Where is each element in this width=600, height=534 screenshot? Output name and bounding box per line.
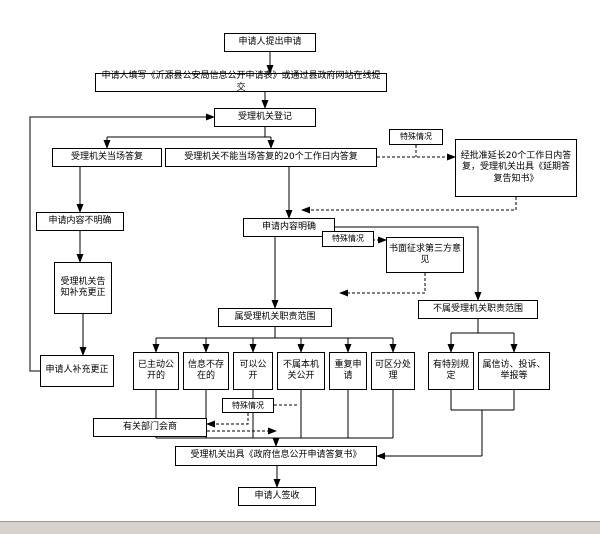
node-can-disclose: 可以公开: [233, 352, 273, 390]
node-applicant-submit: 申请人提出申请: [224, 33, 316, 52]
node-not-this-authority: 不属本机关公开: [277, 352, 325, 390]
node-notify-supplement: 受理机关告知补充更正: [54, 262, 112, 314]
node-applicant-supplement: 申请人补充更正: [40, 355, 114, 387]
node-third-party-opinion: 书面征求第三方意见: [386, 237, 464, 273]
node-issue-reply: 受理机关出具《政府信息公开申请答复书》: [175, 446, 377, 466]
node-separable-handling: 可区分处理: [371, 352, 415, 390]
node-content-clear: 申请内容明确: [243, 218, 335, 237]
node-department-consult: 有关部门会商: [93, 418, 207, 437]
node-petition-complaint: 属信访、投诉、举报等: [478, 352, 550, 390]
node-info-not-exist: 信息不存在的: [183, 352, 229, 390]
node-special-case-3: 特殊情况: [222, 398, 274, 413]
node-out-of-scope: 不属受理机关职责范围: [418, 300, 538, 319]
node-onspot-reply: 受理机关当场答复: [52, 148, 162, 167]
node-register: 受理机关登记: [214, 108, 316, 127]
horizontal-scrollbar[interactable]: [0, 521, 600, 534]
node-applicant-sign: 申请人签收: [238, 487, 316, 506]
node-fill-form: 申请人填写《沂源县公安局信息公开申请表》或通过县政府网站在线提交: [95, 71, 387, 93]
node-content-unclear: 申请内容不明确: [36, 212, 124, 231]
node-special-provisions: 有特别规定: [428, 352, 474, 390]
node-special-case-1: 特殊情况: [389, 129, 443, 145]
node-special-case-2: 特殊情况: [322, 231, 374, 247]
node-in-scope: 属受理机关职责范围: [218, 308, 332, 327]
node-already-disclosed: 已主动公开的: [133, 352, 179, 390]
node-reply-20days: 受理机关不能当场答复的20个工作日内答复: [165, 148, 377, 167]
node-extension-notice: 经批准延长20个工作日内答复，受理机关出具《延期答复告知书》: [455, 139, 577, 197]
node-repeat-application: 重复申请: [329, 352, 367, 390]
